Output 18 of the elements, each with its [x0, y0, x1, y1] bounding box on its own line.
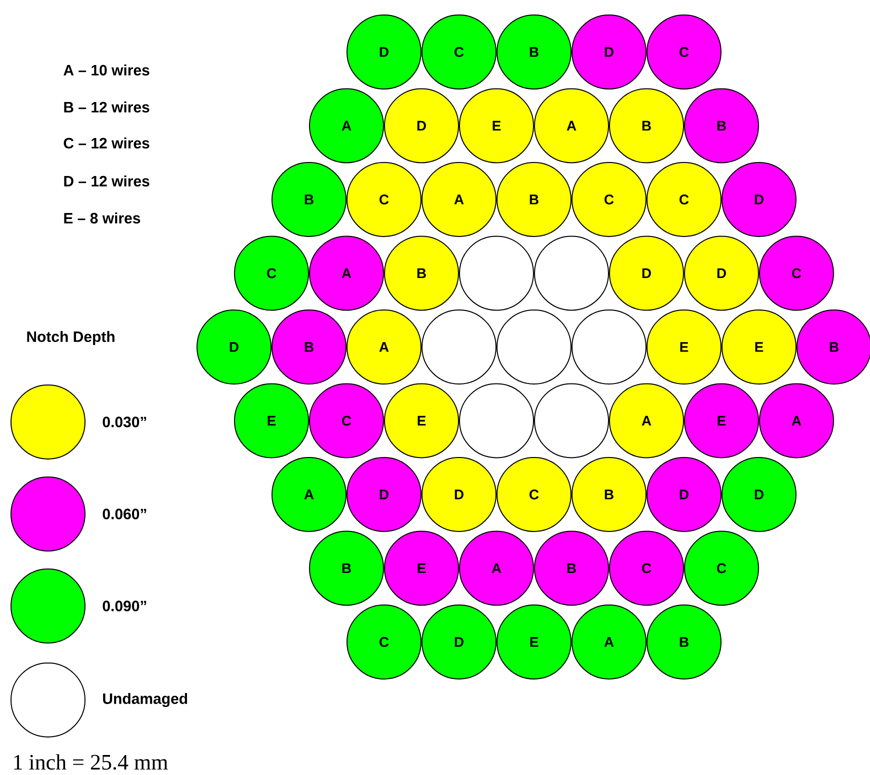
scale-note: 1 inch = 25.4 mm [14, 754, 168, 770]
wire-circle [534, 236, 609, 311]
wire-count-label: D – 12 wires [64, 175, 150, 186]
wire-circle [496, 310, 572, 384]
legend-label: Undamaged [103, 692, 188, 708]
wire-count-label: A – 10 wires [64, 64, 150, 76]
wire-circle [459, 236, 534, 311]
wire-count-label: E – 8 wires [64, 212, 140, 224]
legend-label: 0.090” [102, 600, 146, 612]
legend-label: 0.060” [102, 508, 146, 520]
wire-circle [459, 383, 534, 458]
wire-count-label: C – 12 wires [64, 138, 150, 148]
legend-title: Notch Depth [27, 331, 114, 345]
wire-circle [534, 383, 609, 458]
wire-count-label: B – 12 wires [64, 102, 150, 112]
wire-circle [422, 310, 496, 384]
wire-circle [572, 310, 646, 384]
legend-label: 0.030” [102, 416, 146, 428]
